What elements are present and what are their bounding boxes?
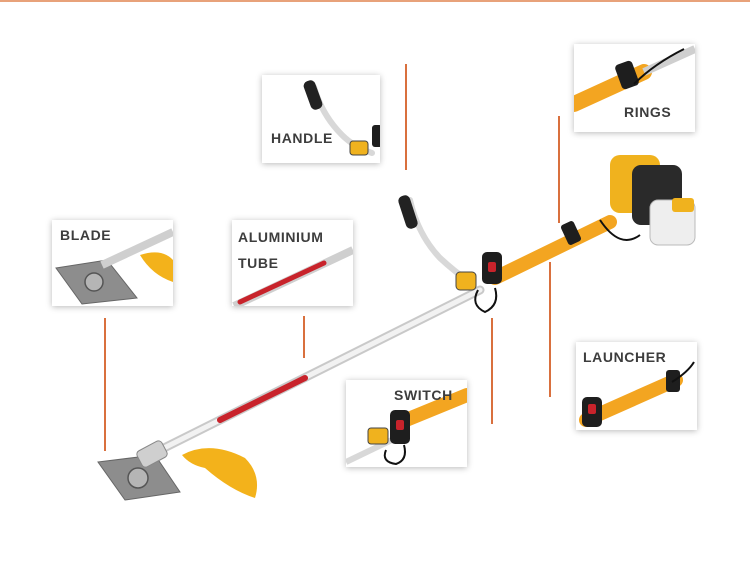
blade-callout: BLADE	[52, 220, 173, 306]
blade-leader-line	[104, 318, 106, 451]
aluminium-label: ALUMINIUM	[238, 229, 324, 245]
tube-leader-line	[303, 316, 305, 358]
switch-leader-line	[491, 318, 493, 424]
handle-detail-icon	[303, 80, 380, 156]
launcher-detail-icon	[579, 361, 695, 427]
handle-leader-line	[405, 64, 407, 170]
rings-leader-line	[558, 116, 560, 223]
switch-label: SWITCH	[394, 387, 453, 403]
tube-label: TUBE	[238, 255, 279, 271]
launcher-leader-line	[549, 262, 551, 397]
blade-detail-icon	[55, 228, 173, 305]
launcher-label: LAUNCHER	[583, 349, 667, 365]
switch-callout: SWITCH	[346, 380, 467, 467]
rings-detail-icon	[574, 45, 695, 112]
rings-label: RINGS	[624, 104, 672, 120]
handle-label: HANDLE	[271, 130, 333, 146]
handle-callout: HANDLE	[262, 75, 380, 163]
rings-callout: RINGS	[574, 44, 695, 132]
aluminium-tube-callout: ALUMINIUM TUBE	[232, 220, 353, 306]
engine-icon	[599, 155, 696, 246]
tube-detail-icon	[232, 246, 353, 306]
blade-label: BLADE	[60, 227, 112, 243]
launcher-callout: LAUNCHER	[576, 342, 697, 430]
top-divider	[0, 0, 750, 2]
switch-detail-icon	[346, 388, 467, 466]
